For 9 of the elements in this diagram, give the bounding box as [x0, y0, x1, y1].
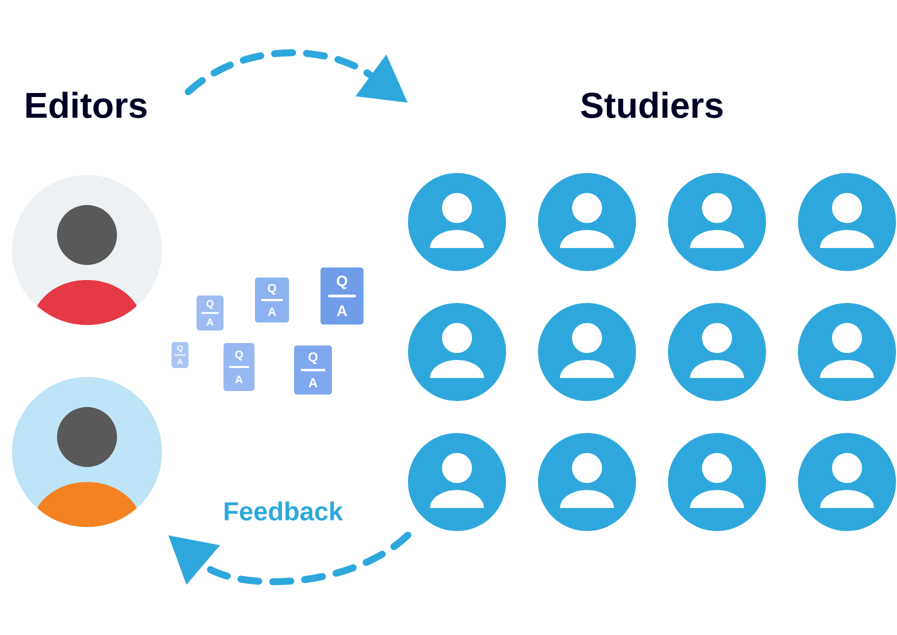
flashcard: Q A [224, 343, 254, 391]
edge-label: Feedback [224, 501, 343, 521]
flashcard: Q A [320, 268, 364, 324]
flashcard: Q A [196, 296, 224, 330]
flashcard: Q A [294, 346, 332, 394]
flashcard: Q A [172, 342, 188, 368]
group-heading: Studiers [581, 92, 723, 118]
group-heading: Editors [26, 92, 147, 118]
flashcard: Q A [255, 278, 289, 322]
